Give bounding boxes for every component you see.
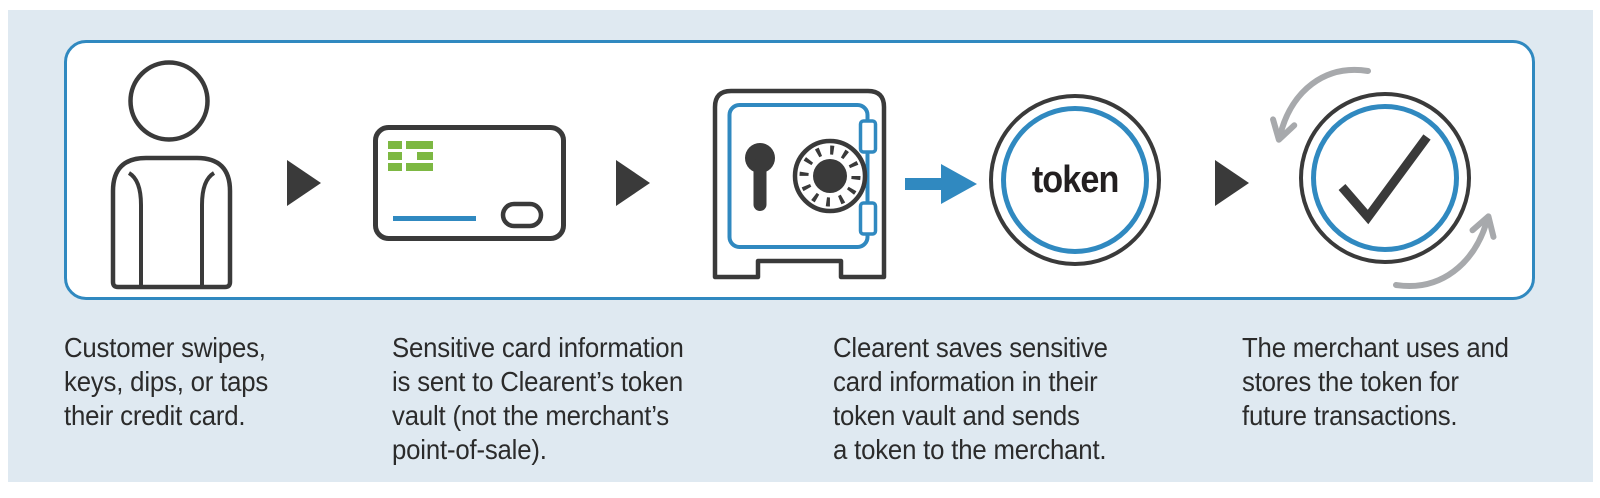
vault-door xyxy=(727,103,870,249)
cycle-arrow-bottom-icon xyxy=(1393,213,1497,289)
vault-hinge-bottom xyxy=(858,201,878,236)
vault-icon xyxy=(712,88,887,280)
token-label: token xyxy=(1031,158,1120,201)
token-badge-ring: token xyxy=(1001,106,1149,254)
card-signature-line xyxy=(393,216,476,221)
step-caption-merchant: The merchant uses and stores the token f… xyxy=(1242,332,1509,431)
cycle-arrow-top-icon xyxy=(1270,66,1371,143)
credit-card-icon xyxy=(373,125,566,241)
flow-arrow-icon xyxy=(616,160,650,206)
flow-arrow-icon xyxy=(1215,160,1249,206)
customer-icon xyxy=(110,60,233,290)
step-caption-vault: Clearent saves sensitive card informatio… xyxy=(833,332,1108,465)
blue-arrow-icon xyxy=(905,164,977,204)
flow-panel: token xyxy=(64,40,1535,300)
vault-hinge-top xyxy=(858,119,878,154)
card-hologram-oval xyxy=(500,201,544,229)
vault-dial-icon xyxy=(792,138,868,214)
customer-right-arm xyxy=(200,171,216,285)
checkmark-cycle-icon xyxy=(1270,66,1497,289)
card-chip-icon xyxy=(388,141,433,171)
vault-keyhole-icon xyxy=(745,143,775,211)
step-caption-customer: Customer swipes, keys, dips, or taps the… xyxy=(64,332,269,431)
checkmark-icon xyxy=(1338,134,1431,225)
flow-arrow-icon xyxy=(287,160,321,206)
token-badge: token xyxy=(989,94,1161,266)
customer-left-arm xyxy=(127,171,143,285)
step-caption-card-info: Sensitive card information is sent to Cl… xyxy=(392,332,684,465)
